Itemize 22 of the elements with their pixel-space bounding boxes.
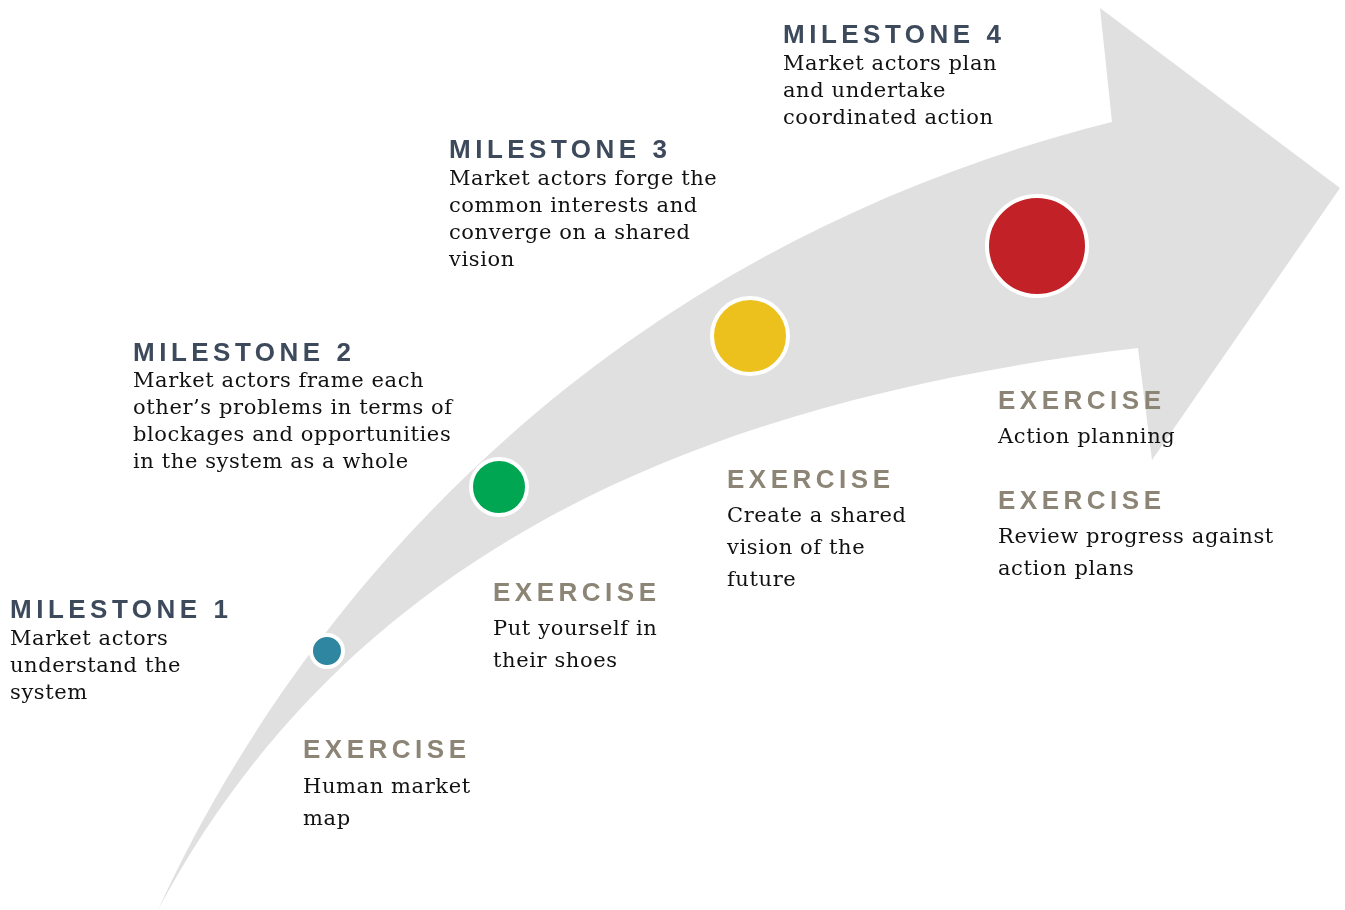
exercise-heading: EXERCISE: [493, 577, 661, 607]
exercise-description: Human market map: [303, 773, 472, 832]
exercise-description: Create a shared vision of the future: [727, 502, 908, 593]
milestone-description: Market actors forge the common interests and converge on a shared vision: [449, 165, 719, 273]
milestone-dot: [469, 457, 529, 517]
exercise-description: Review progress against action plans: [998, 523, 1275, 582]
milestone-description: Market actors frame each other’s problems in terms of blockages and opportunities in the system as a whole: [133, 367, 455, 475]
exercise-heading: EXERCISE: [303, 734, 471, 764]
exercise-description: Action planning: [998, 423, 1177, 450]
exercise-heading: EXERCISE: [998, 485, 1166, 515]
exercise-description: Put yourself in their shoes: [493, 615, 659, 674]
milestone-dot: [309, 633, 345, 669]
milestone-description: Market actors plan and undertake coordinated action: [783, 50, 999, 131]
milestone-dot: [710, 296, 790, 376]
exercise-heading: EXERCISE: [998, 385, 1166, 415]
milestone-dot: [985, 194, 1089, 298]
milestone-heading: MILESTONE 4: [783, 19, 1006, 49]
milestone-heading: MILESTONE 3: [449, 134, 672, 164]
milestone-heading: MILESTONE 2: [133, 337, 356, 367]
milestone-description: Market actors understand the system: [10, 625, 183, 706]
milestone-heading: MILESTONE 1: [10, 594, 233, 624]
exercise-heading: EXERCISE: [727, 464, 895, 494]
